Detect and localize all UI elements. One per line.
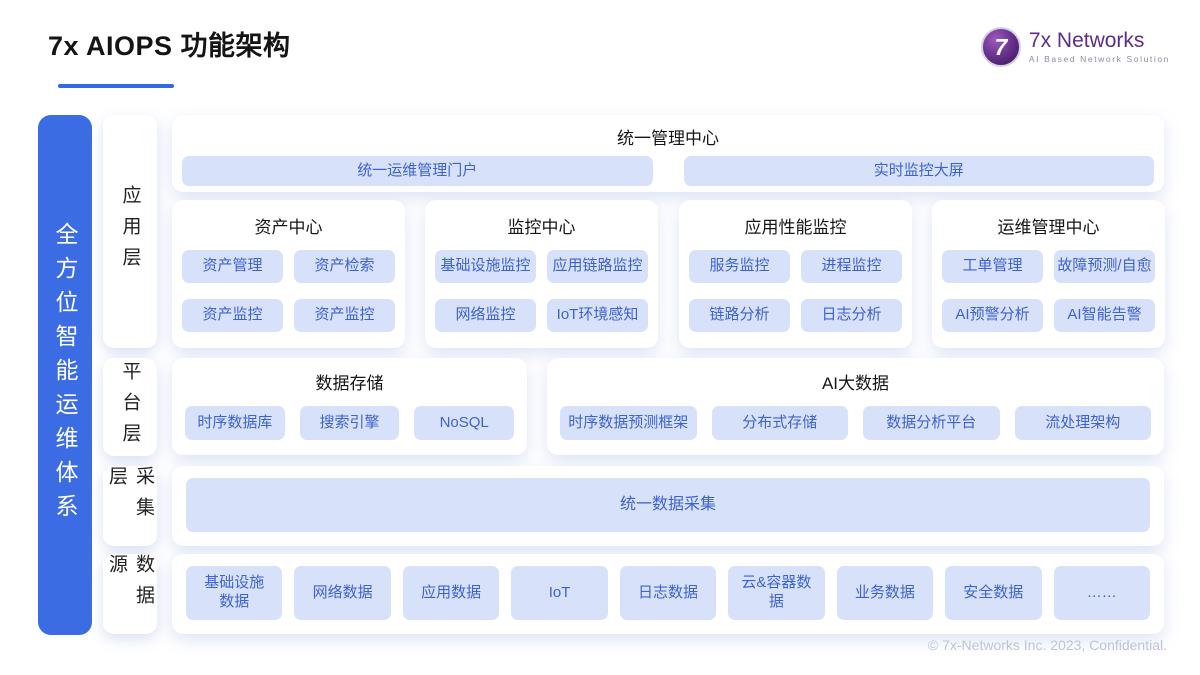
ops-management-card: 运维管理中心 工单管理 故障预测/自愈 AI预警分析 AI智能告警 — [932, 200, 1165, 348]
layer-label-collection: 采集层 — [103, 466, 157, 546]
feature-pill: 资产检索 — [294, 250, 395, 283]
page-title: 7x AIOPS 功能架构 — [48, 31, 291, 61]
card-title: 运维管理中心 — [997, 218, 1100, 237]
feature-pill: 资产监控 — [294, 299, 395, 332]
ellipsis-pill: …… — [1053, 566, 1150, 620]
feature-pill: 基础设施监控 — [435, 250, 536, 283]
feature-pill: 统一运维管理门户 — [182, 156, 653, 186]
feature-pill: 流处理架构 — [1014, 406, 1151, 440]
feature-pill: AI智能告警 — [1054, 299, 1155, 332]
card-title: 统一管理中心 — [617, 129, 719, 148]
feature-pill: 日志数据 — [619, 566, 717, 620]
pill-row: 时序数据库 搜索引擎 NoSQL — [172, 394, 527, 440]
feature-pill: 统一数据采集 — [186, 478, 1150, 532]
pill-row: 基础设施数据 网络数据 应用数据 IoT 日志数据 云&容器数据 业务数据 安全… — [172, 554, 1164, 632]
pill-grid: 资产管理 资产检索 资产监控 资产监控 — [172, 238, 405, 332]
feature-pill: 业务数据 — [836, 566, 934, 620]
feature-pill: NoSQL — [414, 406, 515, 440]
feature-pill: 应用链路监控 — [547, 250, 648, 283]
layer-label-application: 应用层 — [103, 115, 157, 348]
card-title: 监控中心 — [507, 218, 576, 237]
title-underline — [58, 84, 174, 88]
data-storage-card: 数据存储 时序数据库 搜索引擎 NoSQL — [172, 358, 527, 455]
feature-pill: AI预警分析 — [942, 299, 1043, 332]
card-title: 资产中心 — [254, 218, 323, 237]
card-title: 应用性能监控 — [744, 218, 847, 237]
pill-row: 统一运维管理门户 实时监控大屏 — [172, 149, 1164, 186]
feature-pill: 链路分析 — [689, 299, 790, 332]
apm-card: 应用性能监控 服务监控 进程监控 链路分析 日志分析 — [679, 200, 912, 348]
feature-pill: 云&容器数据 — [728, 566, 825, 620]
feature-pill: IoT环境感知 — [547, 299, 648, 332]
feature-pill: 时序数据库 — [185, 406, 285, 440]
feature-pill: 安全数据 — [945, 566, 1042, 620]
brand-name: 7x Networks — [1028, 28, 1145, 52]
layer-label-datasource: 数据源 — [103, 554, 157, 634]
feature-pill: 基础设施数据 — [186, 566, 283, 620]
pill-row: 时序数据预测框架 分布式存储 数据分析平台 流处理架构 — [547, 394, 1164, 440]
layer-label-platform: 平台层 — [103, 358, 157, 456]
feature-pill: 分布式存储 — [711, 406, 848, 440]
feature-pill: 进程监控 — [801, 250, 902, 283]
feature-pill: 网络监控 — [435, 299, 536, 332]
feature-pill: 服务监控 — [689, 250, 790, 283]
data-sources-card: 基础设施数据 网络数据 应用数据 IoT 日志数据 云&容器数据 业务数据 安全… — [172, 554, 1164, 634]
feature-pill: 数据分析平台 — [863, 406, 1000, 440]
feature-pill: 网络数据 — [294, 566, 391, 620]
card-title: AI大数据 — [821, 374, 890, 393]
brand-tagline: AI Based Network Solution — [1028, 54, 1170, 65]
monitor-center-card: 监控中心 基础设施监控 应用链路监控 网络监控 IoT环境感知 — [425, 200, 658, 348]
feature-pill: 日志分析 — [801, 299, 902, 332]
side-banner: 全方位智能运维体系 — [38, 115, 92, 635]
logo-globe-icon: 7 — [980, 27, 1021, 67]
logo-text: 7x Networks AI Based Network Solution — [1028, 28, 1170, 65]
unified-management-card: 统一管理中心 统一运维管理门户 实时监控大屏 — [172, 115, 1164, 192]
feature-pill: 搜索引擎 — [299, 406, 400, 440]
feature-pill: 应用数据 — [402, 566, 500, 620]
feature-pill: 资产管理 — [182, 250, 283, 283]
feature-pill: 资产监控 — [182, 299, 283, 332]
copyright-text: © 7x-Networks Inc. 2023, Confidential. — [927, 637, 1167, 653]
pill-grid: 工单管理 故障预测/自愈 AI预警分析 AI智能告警 — [932, 238, 1165, 332]
feature-pill: 时序数据预测框架 — [560, 406, 697, 440]
unified-collection-card: 统一数据采集 — [172, 466, 1164, 546]
feature-pill: 实时监控大屏 — [683, 156, 1154, 186]
pill-grid: 基础设施监控 应用链路监控 网络监控 IoT环境感知 — [425, 238, 658, 332]
feature-pill: 工单管理 — [942, 250, 1043, 283]
pill-grid: 服务监控 进程监控 链路分析 日志分析 — [679, 238, 912, 332]
asset-center-card: 资产中心 资产管理 资产检索 资产监控 资产监控 — [172, 200, 405, 348]
feature-pill: 故障预测/自愈 — [1054, 250, 1155, 283]
brand-logo: 7 7x Networks AI Based Network Solution — [980, 27, 1170, 67]
feature-pill: IoT — [511, 566, 608, 620]
ai-bigdata-card: AI大数据 时序数据预测框架 分布式存储 数据分析平台 流处理架构 — [547, 358, 1164, 455]
card-title: 数据存储 — [315, 374, 384, 393]
